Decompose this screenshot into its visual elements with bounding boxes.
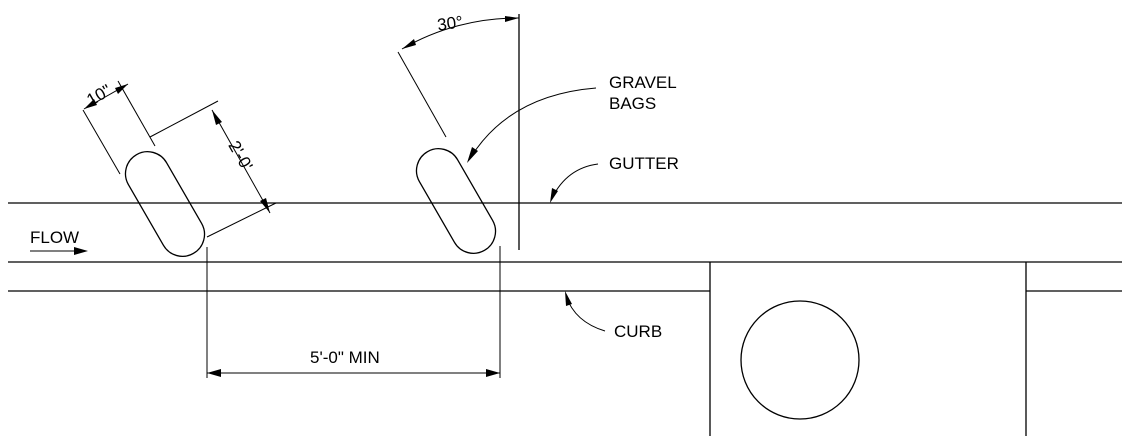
bag-length-label: 2'-0' [224,138,256,174]
angle-label: 30° [436,12,464,34]
flow-arrow-head [74,247,88,255]
bag-width-arrowhead-right [115,84,128,94]
bag-length-dimension-line [211,109,271,214]
gravel-bags-leader [470,87,597,158]
curb-leader [565,295,606,332]
gutter-label: GUTTER [609,154,679,173]
gutter-leader [551,163,599,199]
bag-length-extension-line-2 [206,202,277,238]
bag-width-extension-line-1 [82,109,121,175]
angle-extension-line [397,51,447,138]
bag-length-arrowhead-bottom [260,198,270,213]
gravel-bag-1 [124,151,206,257]
curb-leader-arrowhead [565,291,572,306]
inlet-grate-circle [740,300,860,420]
bag-length-arrowhead-top [212,110,222,125]
angle-arrowhead-left [402,39,416,49]
bag-width-arrowhead-left [84,99,97,109]
curb-label: CURB [614,322,662,341]
gravel-bags-label-line1: GRAVEL [609,73,677,92]
gravel-bags-label-line2: BAGS [609,94,656,113]
angle-arrowhead-right [505,16,519,22]
spacing-arrowhead-right [486,369,500,377]
gravel-bags-leader-arrowhead [467,147,478,163]
gravel-bag-2 [415,148,497,254]
flow-label: FLOW [30,228,79,247]
bag-width-extension-line-2 [117,80,156,147]
bag-length-extension-line-1 [149,100,219,138]
gutter-leader-arrowhead [550,188,558,203]
spacing-arrowhead-left [207,369,221,377]
spacing-label: 5'-0" MIN [310,348,380,367]
